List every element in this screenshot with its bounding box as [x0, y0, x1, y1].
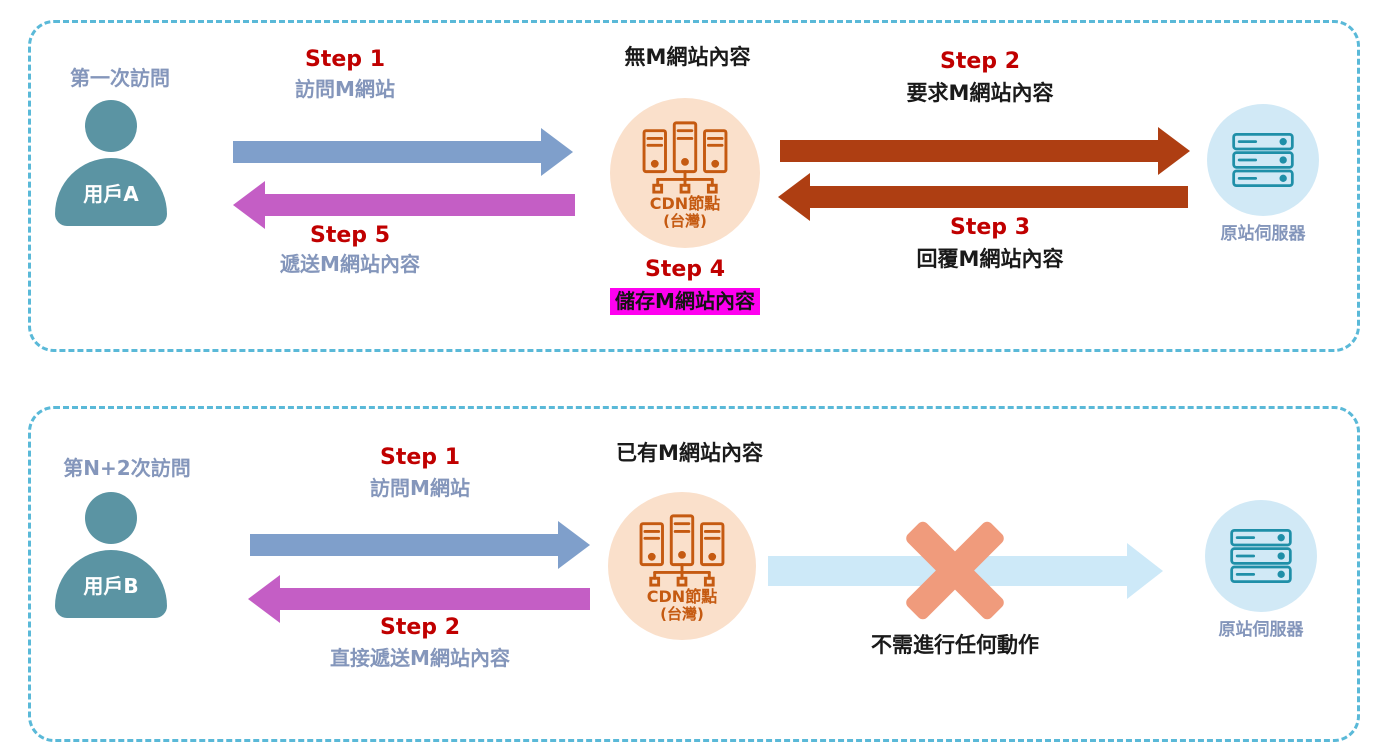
server-cluster-icon: [639, 513, 725, 587]
p2-cdn-label: CDN節點: [646, 586, 718, 606]
p1-step5-desc: 遞送M網站內容: [280, 252, 420, 276]
p2-cdn-sublabel: (台灣): [660, 604, 704, 623]
server-cluster-icon: [642, 120, 728, 194]
p1-arrow-step3-icon: [778, 173, 1188, 221]
p1-step3-label: Step 3: [950, 215, 1030, 240]
user-b-label: 用戶B: [83, 573, 139, 598]
p1-cdn-node-icon: CDN節點 (台灣): [610, 98, 760, 248]
p1-step2-desc: 要求M網站內容: [906, 81, 1054, 105]
p2-no-action-label: 不需進行任何動作: [871, 633, 1039, 657]
p2-origin-server-icon: [1205, 500, 1317, 612]
user-a-label: 用戶A: [83, 181, 139, 206]
p1-step1-desc: 訪問M網站: [295, 77, 395, 101]
p1-step3-desc: 回覆M網站內容: [916, 247, 1064, 271]
server-stack-icon: [1232, 132, 1294, 188]
p2-step2-label: Step 2: [380, 615, 460, 640]
p1-cdn-status-label: 無M網站內容: [624, 45, 751, 69]
p1-arrow-step2-icon: [780, 127, 1190, 175]
p1-arrow-step5-icon: [233, 181, 575, 229]
p2-origin-label: 原站伺服器: [1218, 620, 1304, 640]
user-b-head: [85, 492, 137, 544]
p1-origin-label: 原站伺服器: [1220, 224, 1306, 244]
p2-arrow-step1-icon: [250, 521, 590, 569]
user-a-head: [85, 100, 137, 152]
server-stack-icon: [1230, 528, 1292, 584]
p2-arrow-step2-icon: [248, 575, 590, 623]
p1-step5-label: Step 5: [310, 223, 390, 248]
storage-highlight: 儲存M網站內容: [610, 288, 760, 315]
user-b-icon: 用戶B: [55, 492, 167, 618]
p1-arrow-step1-icon: [233, 128, 573, 176]
p1-step1-label: Step 1: [305, 47, 385, 72]
user-a-body: 用戶A: [55, 158, 167, 226]
p2-cdn-status-label: 已有M網站內容: [616, 441, 763, 465]
user-b-body: 用戶B: [55, 550, 167, 618]
p1-origin-server-icon: [1207, 104, 1319, 216]
p1-step4-highlight-wrap: 儲存M網站內容: [590, 288, 780, 315]
p2-step2-desc: 直接遞送M網站內容: [330, 646, 510, 670]
p1-step2-label: Step 2: [940, 49, 1020, 74]
p2-step1-label: Step 1: [380, 445, 460, 470]
visit-count-label-a: 第一次訪問: [70, 66, 170, 90]
user-a-icon: 用戶A: [55, 100, 167, 226]
blocked-cross-icon: [900, 515, 1010, 625]
p1-cdn-label: CDN節點: [649, 193, 721, 213]
p2-step1-desc: 訪問M網站: [370, 476, 470, 500]
p1-cdn-sublabel: (台灣): [663, 211, 707, 230]
p1-step4-label: Step 4: [645, 257, 725, 282]
visit-count-label-b: 第N+2次訪問: [63, 456, 191, 480]
p2-cdn-node-icon: CDN節點 (台灣): [608, 492, 756, 640]
